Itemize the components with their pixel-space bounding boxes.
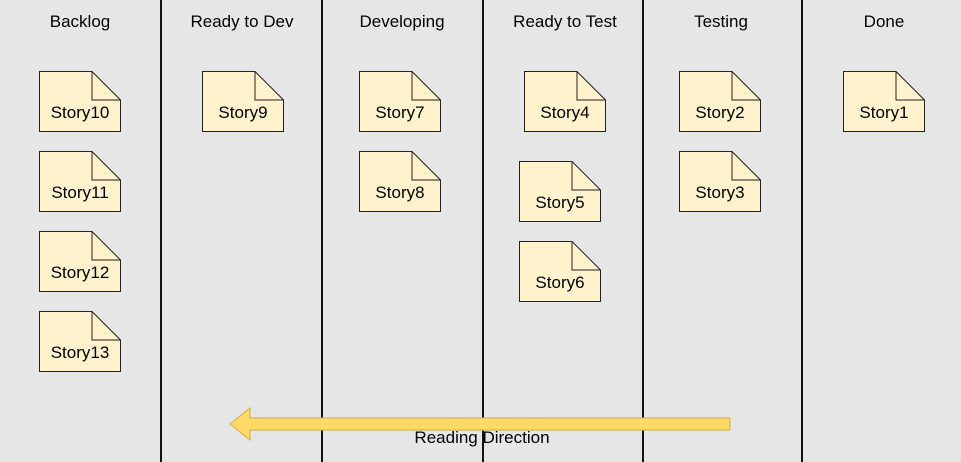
story-card[interactable]: Story7: [359, 71, 441, 132]
story-card[interactable]: Story3: [679, 151, 761, 212]
note-shape-icon: [39, 151, 121, 212]
note-shape-icon: [39, 311, 121, 372]
story-card[interactable]: Story2: [679, 71, 761, 132]
story-card-label: Story2: [695, 103, 745, 122]
story-card-label: Story5: [535, 193, 585, 212]
column-divider: [482, 0, 484, 462]
story-card-label: Story9: [218, 103, 268, 122]
column-divider: [160, 0, 162, 462]
note-shape-icon: [359, 71, 441, 132]
column-title-ready-to-test: Ready to Test: [513, 12, 617, 31]
note-shape-icon: [524, 71, 606, 132]
note-shape-icon: [39, 231, 121, 292]
story-card[interactable]: Story9: [202, 71, 284, 132]
note-shape-icon: [202, 71, 284, 132]
story-card-label: Story1: [859, 103, 909, 122]
story-card-label: Story12: [50, 263, 110, 282]
note-shape-icon: [679, 71, 761, 132]
story-card-label: Story10: [50, 103, 110, 122]
story-card[interactable]: Story10: [39, 71, 121, 132]
column-divider: [642, 0, 644, 462]
note-shape-icon: [359, 151, 441, 212]
column-title-backlog: Backlog: [49, 12, 111, 31]
note-shape-icon: [519, 241, 601, 302]
note-shape-icon: [39, 71, 121, 132]
story-card-label: Story3: [695, 183, 745, 202]
story-card[interactable]: Story4: [524, 71, 606, 132]
story-card[interactable]: Story12: [39, 231, 121, 292]
story-card[interactable]: Story6: [519, 241, 601, 302]
note-shape-icon: [679, 151, 761, 212]
story-card-label: Story7: [375, 103, 425, 122]
story-card-label: Story8: [375, 183, 425, 202]
story-card[interactable]: Story8: [359, 151, 441, 212]
note-shape-icon: [519, 161, 601, 222]
story-card-label: Story11: [51, 183, 109, 202]
column-title-ready-to-dev: Ready to Dev: [190, 12, 294, 31]
reading-direction-arrow-icon: [229, 407, 731, 441]
column-divider: [321, 0, 323, 462]
story-card[interactable]: Story13: [39, 311, 121, 372]
story-card[interactable]: Story1: [843, 71, 925, 132]
story-card-label: Story13: [50, 343, 110, 362]
note-shape-icon: [843, 71, 925, 132]
column-divider: [801, 0, 803, 462]
story-card-label: Story6: [535, 273, 585, 292]
story-card[interactable]: Story5: [519, 161, 601, 222]
column-title-developing: Developing: [359, 12, 445, 31]
reading-direction-label: Reading Direction: [414, 428, 550, 447]
story-card[interactable]: Story11: [39, 151, 121, 212]
column-title-testing: Testing: [694, 12, 748, 31]
story-card-label: Story4: [540, 103, 590, 122]
column-title-done: Done: [863, 12, 905, 31]
